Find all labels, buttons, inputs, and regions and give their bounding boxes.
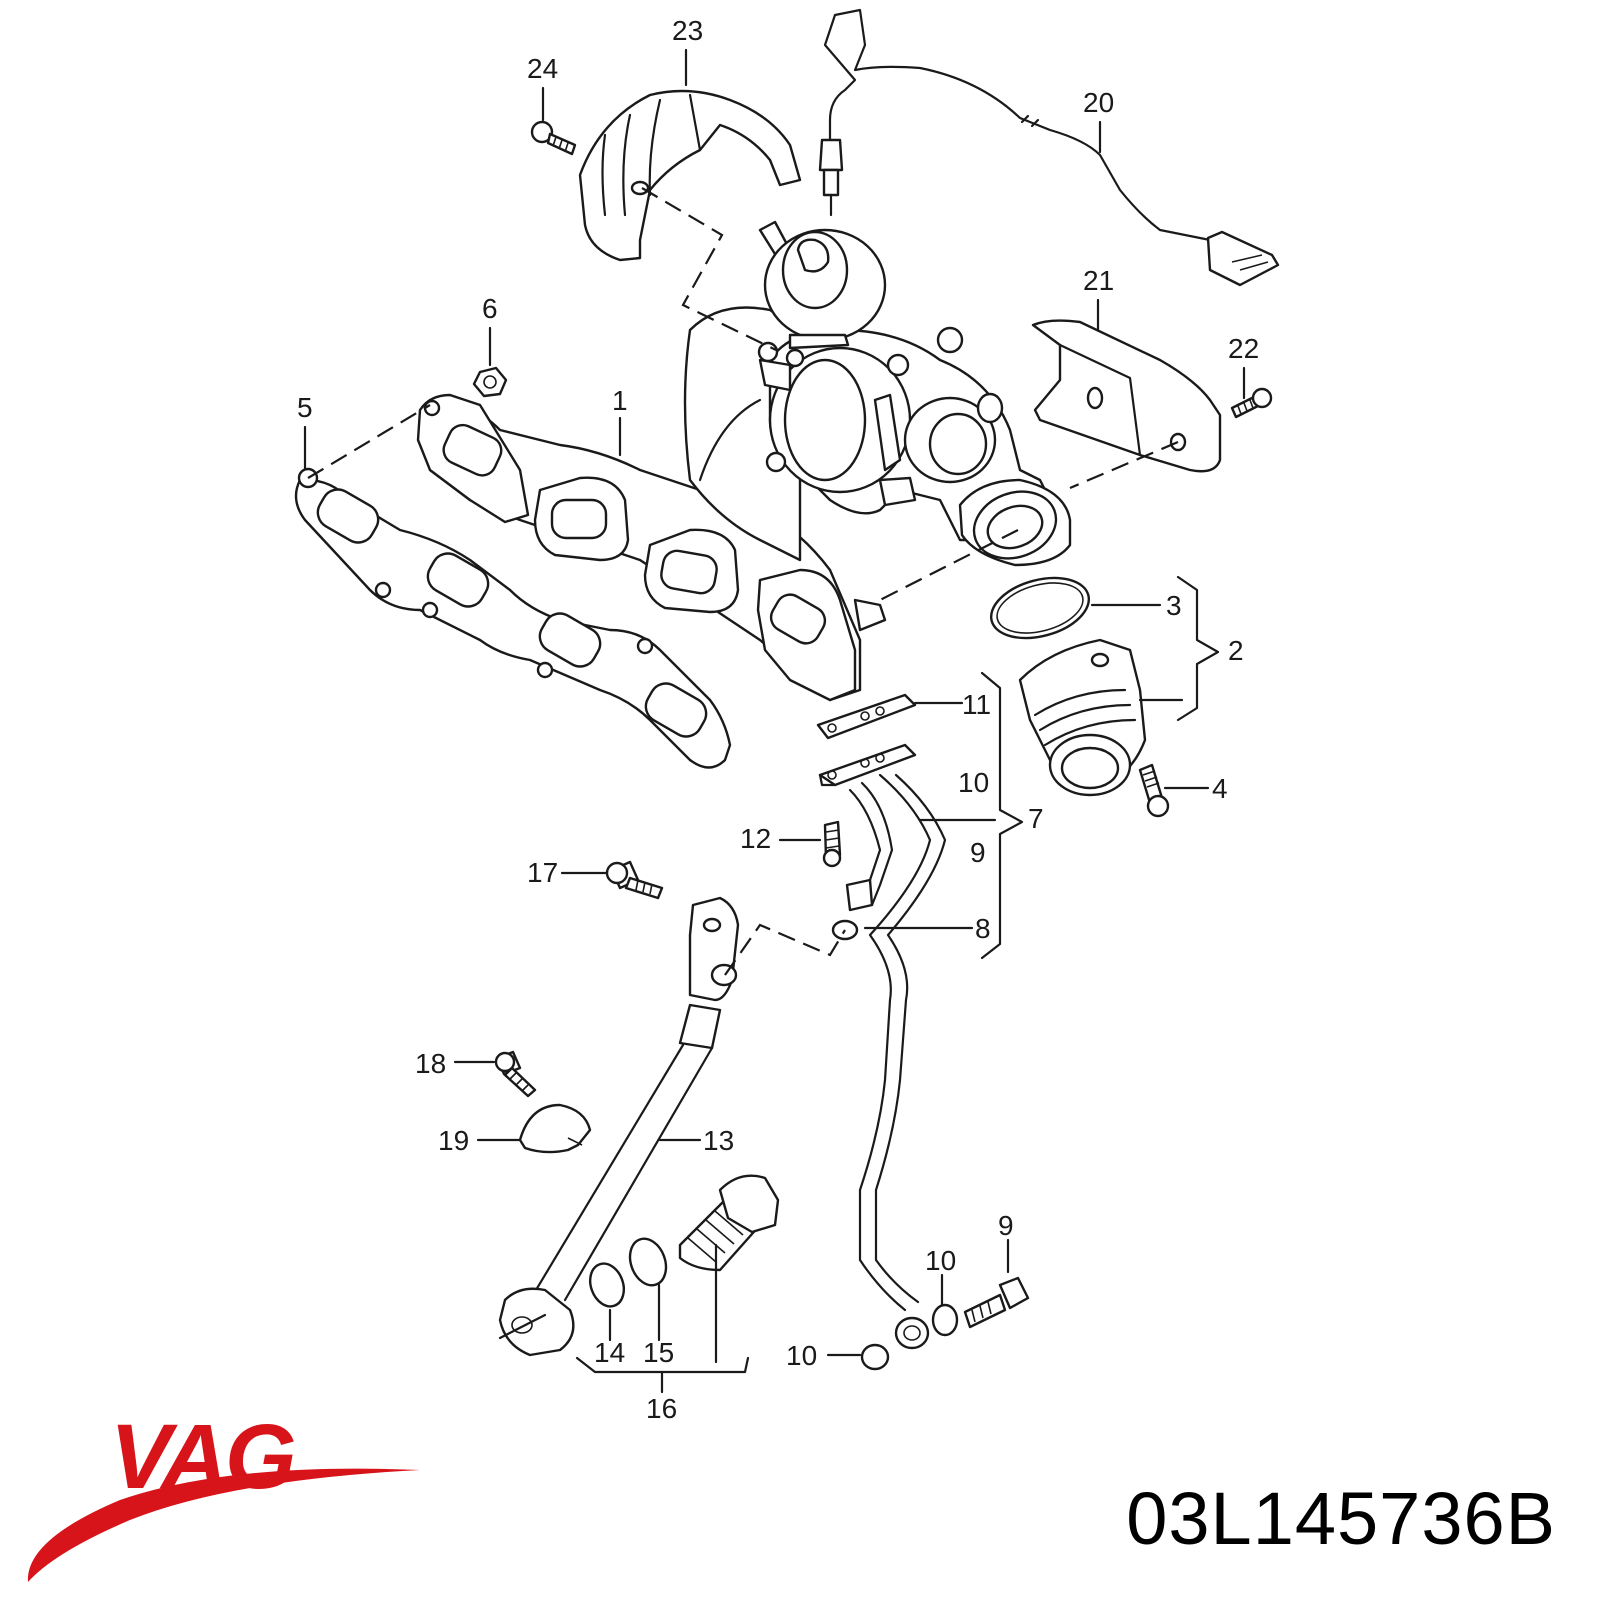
callout-19: 19	[438, 1125, 469, 1156]
callout-14: 14	[594, 1337, 625, 1368]
exhaust-temperature-sensor	[818, 8, 1280, 287]
callout-5: 5	[297, 392, 313, 423]
callout-1: 1	[612, 385, 628, 416]
callout-2: 2	[1228, 635, 1244, 666]
heat-shield-bolt	[530, 120, 577, 156]
heat-shield-upper	[578, 89, 802, 262]
clamp-19	[518, 1103, 592, 1154]
callout-4: 4	[1212, 773, 1228, 804]
callout-10-lower-right: 10	[925, 1245, 956, 1276]
assembly-guides	[307, 187, 1179, 976]
callout-9: 9	[970, 837, 986, 868]
callout-21: 21	[1083, 265, 1114, 296]
callout-10-lower-left: 10	[786, 1340, 817, 1371]
manifold-gasket	[294, 467, 732, 769]
callout-17: 17	[527, 857, 558, 888]
o-ring	[989, 576, 1091, 640]
callout-3: 3	[1166, 590, 1182, 621]
callout-13: 13	[703, 1125, 734, 1156]
leader-lines	[303, 48, 1246, 1394]
callout-7: 7	[1028, 803, 1044, 834]
callout-labels: 23 24 20 21 22 6 5 1 3 2 4 11 10 7 9 8 1…	[297, 15, 1259, 1424]
callout-18: 18	[415, 1048, 446, 1079]
callout-15: 15	[643, 1337, 674, 1368]
callout-8: 8	[975, 913, 991, 944]
callout-11: 11	[962, 689, 991, 720]
callout-20: 20	[1083, 87, 1114, 118]
callout-9-lower: 9	[998, 1210, 1014, 1241]
seal-15	[628, 1237, 668, 1287]
bracket-bolt	[1230, 387, 1273, 419]
seal-14	[588, 1262, 626, 1308]
callout-24: 24	[527, 53, 558, 84]
oil-return-line	[494, 860, 780, 1357]
turbo-bracket	[1031, 319, 1222, 473]
vag-logo: VAG	[27, 1406, 420, 1582]
callout-12: 12	[740, 823, 771, 854]
gasket-11	[816, 693, 917, 740]
oil-supply-line	[816, 693, 1030, 1371]
part-number: 03L145736B	[1126, 1477, 1556, 1560]
callout-10: 10	[958, 767, 989, 798]
logo-wordmark: VAG	[110, 1406, 294, 1508]
logo-swoosh-icon	[27, 1468, 420, 1582]
callout-16: 16	[646, 1393, 677, 1424]
callout-23: 23	[672, 15, 703, 46]
outlet-bolt	[1138, 763, 1170, 818]
manifold-nut	[472, 366, 508, 398]
callout-22: 22	[1228, 333, 1259, 364]
outlet-elbow	[958, 478, 1170, 818]
callout-6: 6	[482, 293, 498, 324]
